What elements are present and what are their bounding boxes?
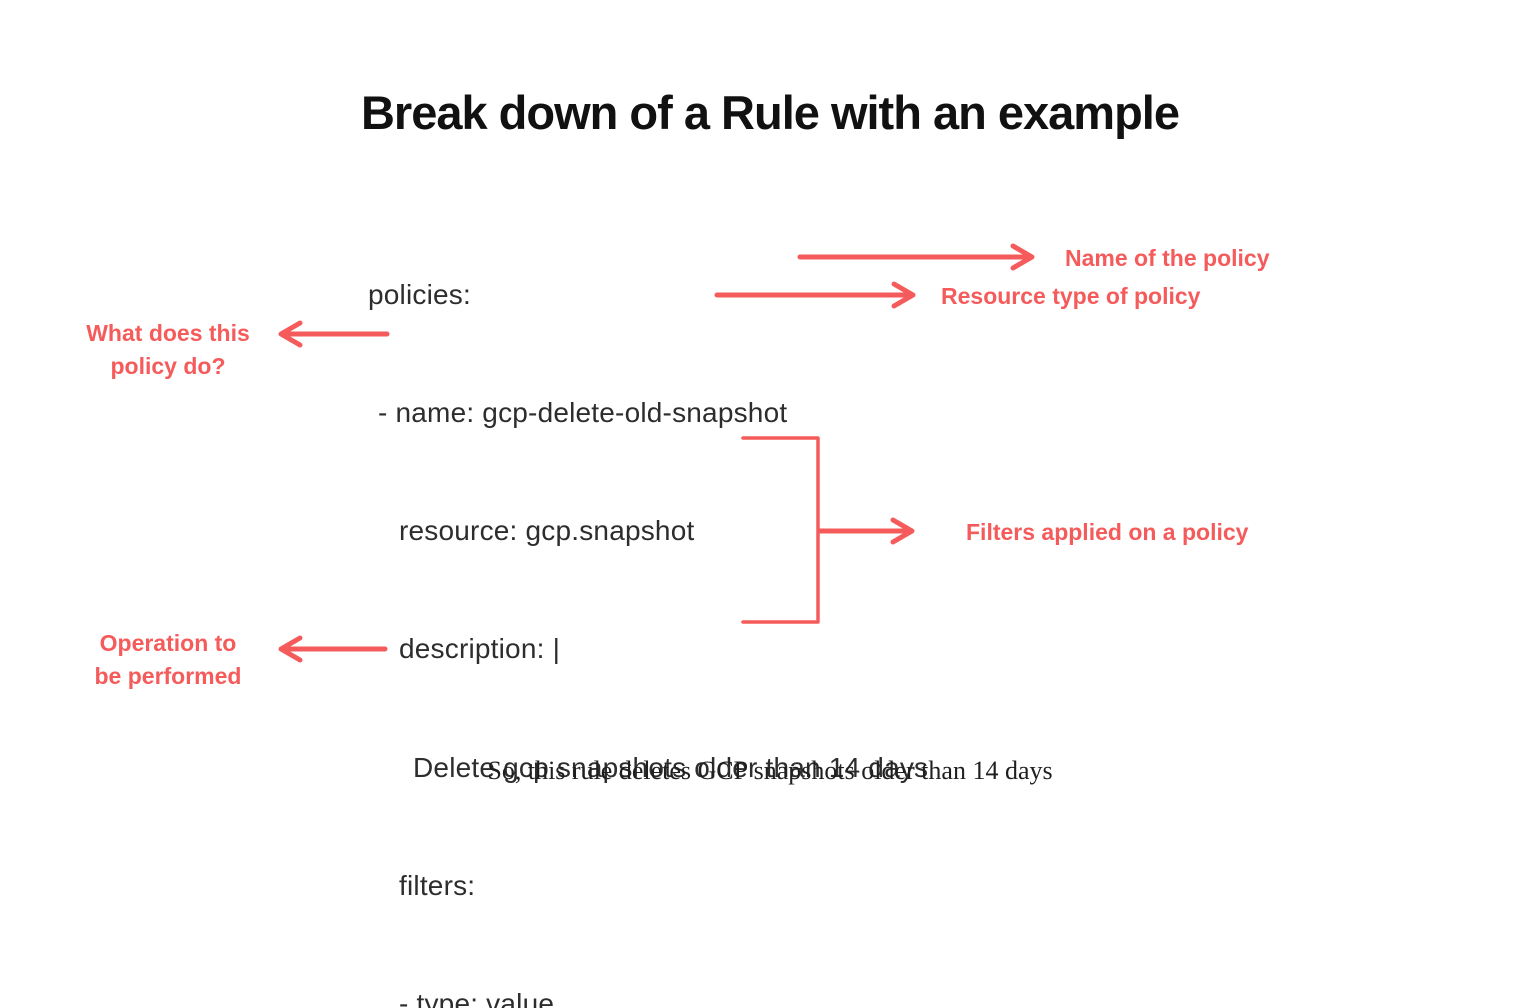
- annotation-filters: Filters applied on a policy: [966, 519, 1249, 545]
- yaml-line: policies:: [368, 278, 471, 310]
- annotation-resource-type: Resource type of policy: [941, 283, 1201, 309]
- yaml-code-block: policies: - name: gcp-delete-old-snapsho…: [368, 196, 988, 1008]
- annotation-description-line2: policy do?: [110, 353, 226, 379]
- summary-text: So, this rule deletes GCP snapshots olde…: [487, 756, 1053, 785]
- yaml-line: filters:: [399, 869, 476, 901]
- yaml-line: - name: gcp-delete-old-snapshot: [378, 397, 788, 429]
- annotation-operation-line1: Operation to: [99, 630, 237, 656]
- yaml-line: description: |: [399, 633, 561, 665]
- yaml-line: Delete gcp snapshots older than 14 days: [413, 751, 929, 783]
- annotation-description: What does this policy do?: [68, 317, 268, 383]
- yaml-line: resource: gcp.snapshot: [399, 515, 695, 547]
- annotation-operation: Operation to be performed: [68, 627, 268, 693]
- annotation-description-line1: What does this: [86, 320, 250, 346]
- page-title: Break down of a Rule with an example: [360, 86, 1180, 139]
- yaml-line: - type: value: [399, 988, 555, 1008]
- annotation-policy-name: Name of the policy: [1065, 245, 1270, 271]
- annotation-operation-line2: be performed: [94, 663, 242, 689]
